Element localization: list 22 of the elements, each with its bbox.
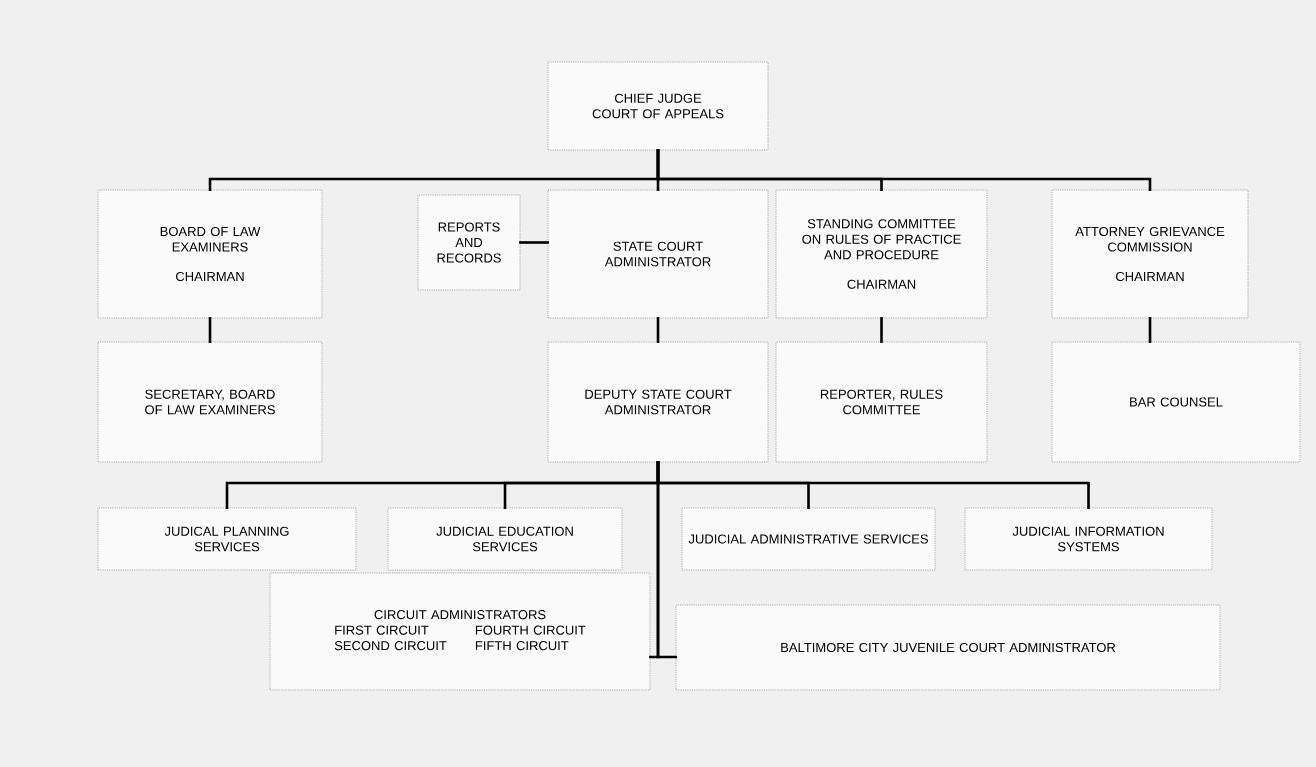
org-box: BALTIMORE CITY JUVENILE COURT ADMINISTRATOR bbox=[675, 604, 1221, 691]
connector-line bbox=[519, 241, 549, 244]
org-box: JUDICIAL INFORMATION SYSTEMS bbox=[964, 507, 1213, 571]
org-box: JUDICAL PLANNING SERVICES bbox=[97, 507, 357, 571]
org-box: STANDING COMMITTEE ON RULES OF PRACTICE AND PROCEDURE CHAIRMAN bbox=[775, 189, 988, 319]
org-box: JUDICIAL EDUCATION SERVICES bbox=[387, 507, 623, 571]
connector-line bbox=[656, 461, 677, 659]
org-box: SECRETARY, BOARD OF LAW EXAMINERS bbox=[97, 341, 323, 463]
org-box: DEPUTY STATE COURT ADMINISTRATOR bbox=[547, 341, 769, 463]
org-box: ATTORNEY GRIEVANCE COMMISSION CHAIRMAN bbox=[1051, 189, 1249, 319]
connector-line bbox=[208, 317, 212, 343]
org-box: JUDICIAL ADMINISTRATIVE SERVICES bbox=[681, 507, 936, 571]
connector-line bbox=[656, 317, 660, 343]
connector-line bbox=[880, 317, 883, 343]
org-box: REPORTS AND RECORDS bbox=[417, 194, 521, 291]
connector-line bbox=[656, 149, 1152, 191]
org-box: STATE COURT ADMINISTRATOR bbox=[547, 189, 769, 319]
org-box: BOARD OF LAW EXAMINERS CHAIRMAN bbox=[97, 189, 323, 319]
org-box: BAR COUNSEL bbox=[1051, 341, 1301, 463]
org-box: REPORTER, RULES COMMITTEE bbox=[775, 341, 988, 463]
connector-line bbox=[1148, 317, 1152, 343]
org-box: CHIEF JUDGE COURT OF APPEALS bbox=[547, 61, 769, 151]
